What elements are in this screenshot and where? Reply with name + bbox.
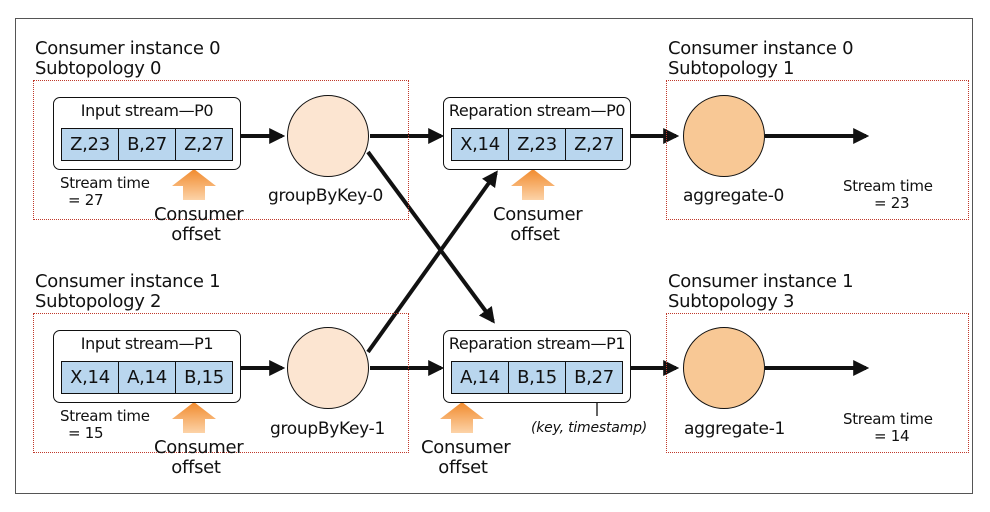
offset-arrow-repart1	[440, 402, 484, 433]
record-cell: A,14	[452, 362, 509, 393]
heading-instance-0-right: Consumer instance 0	[668, 38, 854, 59]
groupbykey-1-node	[287, 327, 369, 409]
aggregate-0-node	[683, 95, 765, 177]
record-cell: B,27	[119, 129, 176, 160]
record-cell: Z,27	[566, 129, 622, 160]
record-cell: B,27	[566, 362, 622, 393]
offset-line1: Consumer	[421, 437, 511, 458]
stream-records: X,14 A,14 B,15	[61, 361, 233, 394]
stream-records: X,14 Z,23 Z,27	[451, 128, 623, 161]
record-cell: Z,23	[509, 129, 566, 160]
heading-instance-1-left: Consumer instance 1	[35, 271, 221, 292]
offset-arrow-input0	[172, 169, 216, 200]
record-cell: Z,27	[176, 129, 232, 160]
heading-instance-0-left: Consumer instance 0	[35, 38, 221, 59]
record-cell: B,15	[176, 362, 232, 393]
heading-subtopology-1: Subtopology 1	[668, 58, 795, 79]
input-stream-p1: Input stream—P1 X,14 A,14 B,15	[53, 330, 241, 403]
record-cell: Z,23	[62, 129, 119, 160]
stream-time-value-input0: = 27	[68, 191, 104, 209]
heading-subtopology-0: Subtopology 0	[35, 58, 162, 79]
offset-arrow-input1	[172, 402, 216, 433]
stream-records: A,14 B,15 B,27	[451, 361, 623, 394]
stream-time-label-input0: Stream time	[60, 174, 150, 192]
reparation-stream-p1: Reparation stream—P1 A,14 B,15 B,27	[443, 330, 631, 403]
record-cell: A,14	[119, 362, 176, 393]
aggregate-1-node	[683, 327, 765, 409]
stream-title: Input stream—P0	[80, 101, 214, 120]
subtopology-0-box	[33, 80, 409, 220]
arrow-group0-to-repart1	[366, 150, 495, 324]
stream-time-value-agg1: = 14	[874, 427, 910, 445]
offset-line1: Consumer	[154, 204, 244, 225]
heading-subtopology-2: Subtopology 2	[35, 291, 162, 312]
key-timestamp-annotation: (key, timestamp)	[531, 420, 648, 436]
subtopology-3-box	[666, 313, 969, 453]
stream-time-label-input1: Stream time	[60, 407, 150, 425]
arrow-group1-to-repart0	[366, 170, 498, 354]
stream-time-value-input1: = 15	[68, 424, 104, 442]
heading-subtopology-3: Subtopology 3	[668, 291, 795, 312]
aggregate-1-label: aggregate-1	[684, 419, 786, 439]
offset-line1: Consumer	[154, 437, 244, 458]
stream-time-label-agg1: Stream time	[843, 410, 933, 428]
groupbykey-1-label: groupByKey-1	[270, 419, 385, 439]
stream-time-label-agg0: Stream time	[843, 177, 933, 195]
stream-title: Reparation stream—P0	[448, 101, 626, 120]
offset-line2: offset	[510, 224, 560, 245]
record-cell: B,15	[509, 362, 566, 393]
stream-records: Z,23 B,27 Z,27	[61, 128, 233, 161]
groupbykey-0-label: groupByKey-0	[268, 186, 383, 206]
subtopology-2-box	[33, 313, 409, 453]
stream-title: Input stream—P1	[80, 334, 214, 353]
offset-line2: offset	[171, 224, 221, 245]
groupbykey-0-node	[287, 95, 369, 177]
offset-line2: offset	[171, 457, 221, 478]
subtopology-1-box	[666, 80, 969, 220]
aggregate-0-label: aggregate-0	[683, 186, 785, 206]
stream-time-value-agg0: = 23	[874, 194, 910, 212]
offset-line1: Consumer	[493, 204, 583, 225]
stream-title: Reparation stream—P1	[448, 334, 626, 353]
record-cell: X,14	[452, 129, 509, 160]
input-stream-p0: Input stream—P0 Z,23 B,27 Z,27	[53, 97, 241, 170]
offset-line2: offset	[438, 457, 488, 478]
offset-arrow-repart0	[511, 169, 555, 200]
record-cell: X,14	[62, 362, 119, 393]
heading-instance-1-right: Consumer instance 1	[668, 271, 854, 292]
reparation-stream-p0: Reparation stream—P0 X,14 Z,23 Z,27	[443, 97, 631, 170]
